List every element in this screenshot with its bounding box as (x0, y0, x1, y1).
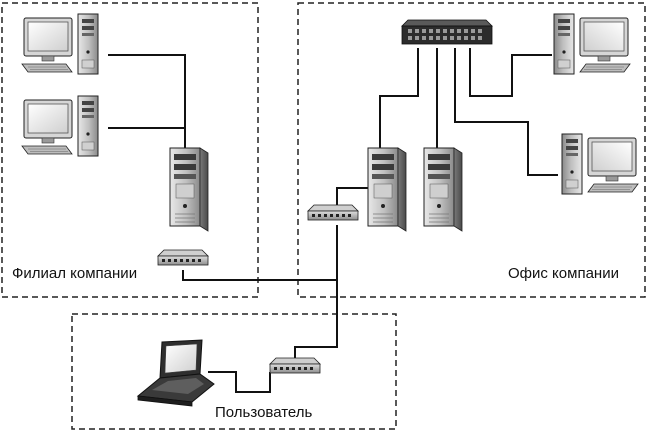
office-server-2 (423, 147, 463, 232)
link-switch-ws-right-bottom (454, 48, 558, 176)
link-laptop-user-hub (208, 371, 271, 393)
link-office-hub-user-hub (294, 280, 338, 360)
region-office-boundary (297, 2, 646, 298)
office-hub (307, 204, 359, 221)
branch-workstation-2 (21, 95, 99, 157)
connection-lines (108, 48, 558, 393)
branch-server (169, 147, 209, 232)
office-server-1 (367, 147, 407, 232)
region-label-office: Офис компании (508, 265, 619, 282)
office-workstation-top (553, 13, 631, 75)
region-user-boundary (71, 313, 397, 430)
user-hub (269, 357, 321, 374)
office-switch (401, 19, 493, 45)
region-label-branch: Филиал компании (12, 265, 138, 282)
link-switch-server1 (379, 48, 419, 148)
region-label-user: Пользователь (215, 404, 313, 421)
office-workstation-bottom (561, 133, 639, 195)
user-laptop (137, 339, 215, 407)
link-office-hub-server (336, 187, 370, 207)
link-branch-ws1-server (108, 54, 186, 150)
region-branch-boundary (1, 2, 259, 298)
branch-hub (157, 249, 209, 266)
branch-workstation-1 (21, 13, 99, 75)
link-switch-ws-right-top (469, 48, 552, 97)
link-branch-hub-office-hub (182, 225, 338, 281)
